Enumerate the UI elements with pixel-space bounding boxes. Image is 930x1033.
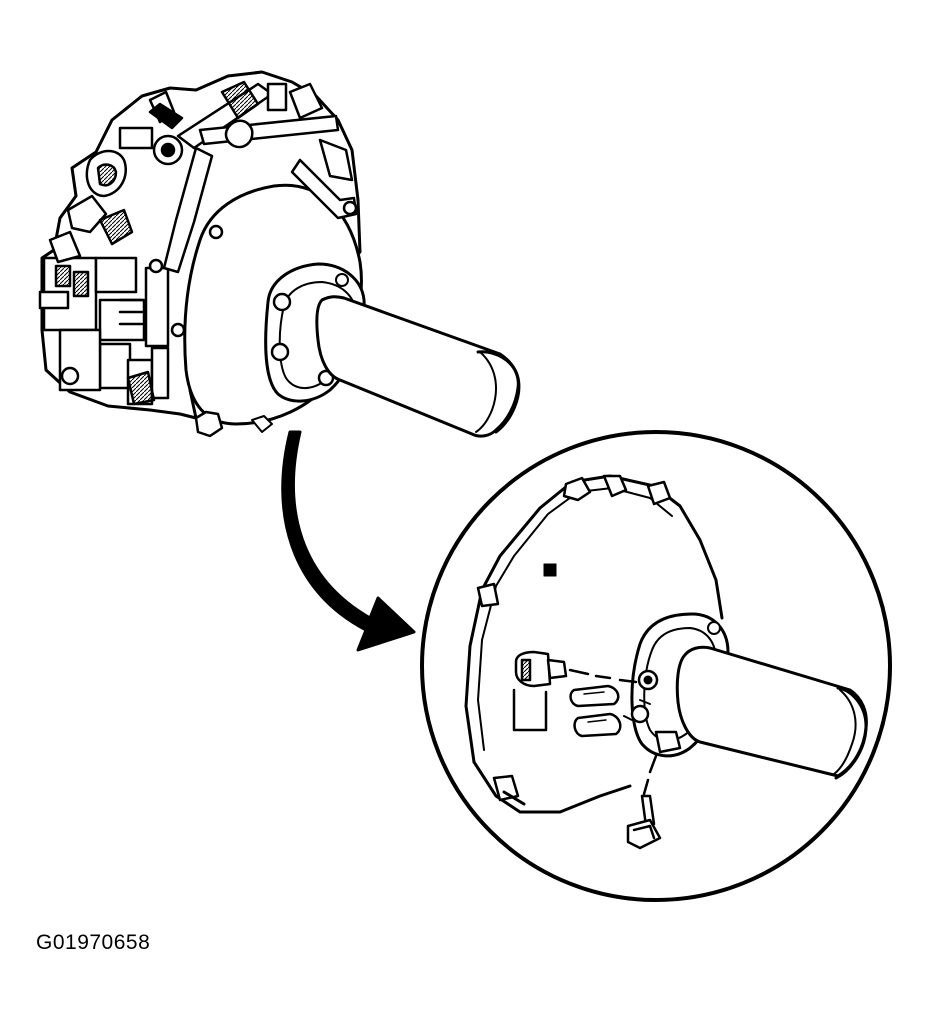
curved-arrow: [281, 430, 416, 652]
valve-body-details: [38, 80, 358, 406]
figure-code: G01970658: [36, 931, 151, 954]
dowel-upper: [569, 684, 620, 708]
output-shaft: [315, 295, 520, 438]
lower-bolt-icon: [626, 794, 662, 850]
bolt-icon: [514, 650, 568, 688]
detail-view: [420, 430, 892, 902]
dowel-lower: [573, 712, 622, 738]
transmission-assembly: [38, 70, 521, 438]
